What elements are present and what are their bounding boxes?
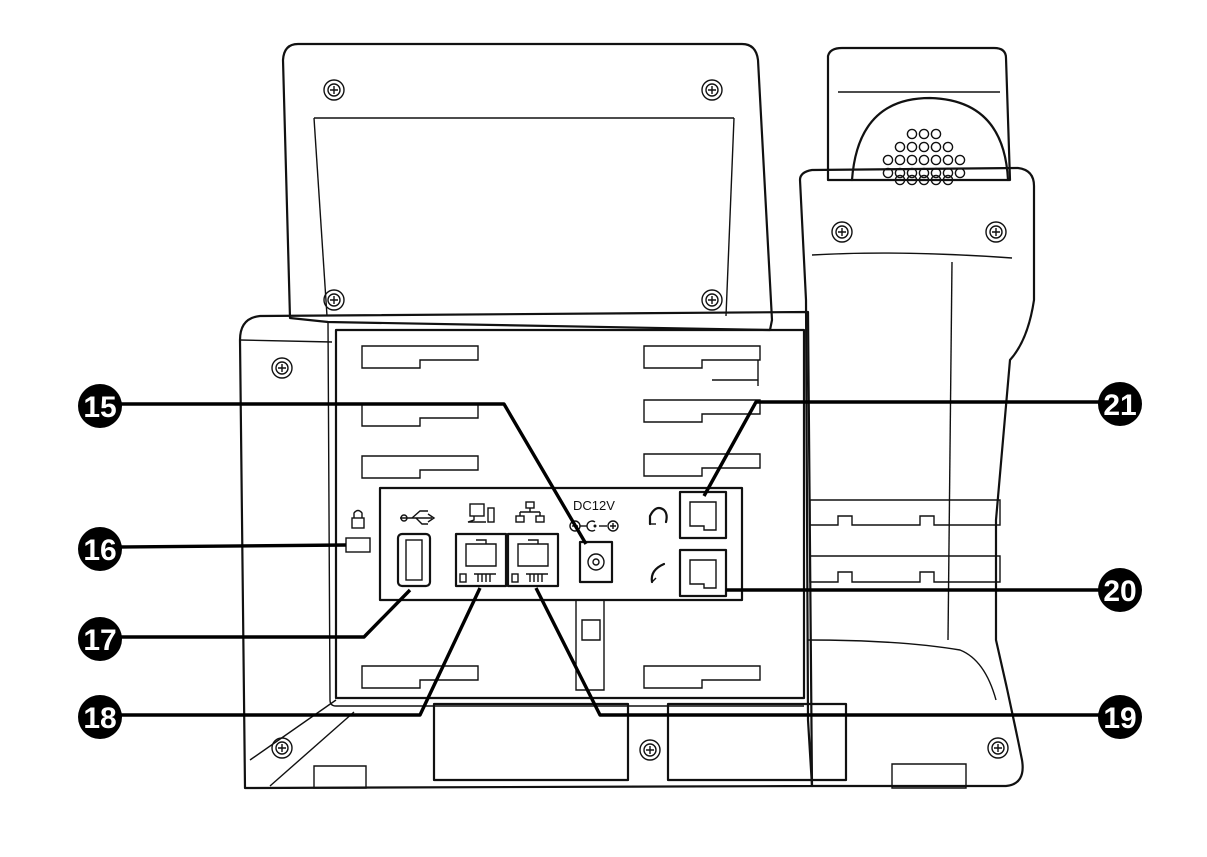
usb-port[interactable] (396, 532, 432, 588)
callout-19-number: 19 (1103, 702, 1136, 735)
stand (281, 42, 774, 332)
phone-body (238, 310, 967, 790)
leader-lines (119, 400, 1104, 717)
leader-18 (120, 587, 482, 717)
screw-icon (271, 357, 293, 379)
callout-17-number: 17 (83, 624, 116, 657)
callout-17: 17 (78, 617, 122, 661)
pc-port[interactable] (454, 532, 508, 588)
usb-icon (400, 510, 436, 525)
screw-icon (987, 737, 1009, 759)
screw-icon (639, 739, 661, 761)
screw-icon (831, 221, 853, 243)
internet-port[interactable] (506, 532, 560, 588)
callout-18-number: 18 (83, 702, 116, 735)
handset-port[interactable] (678, 548, 728, 598)
screw-icon (701, 79, 723, 101)
screw-icon (323, 79, 345, 101)
lock-icon (351, 509, 365, 529)
connector-panel (378, 486, 744, 691)
callout-16: 16 (78, 527, 122, 571)
leader-19 (534, 587, 1104, 717)
screw-icon (701, 289, 723, 311)
callout-21-number: 21 (1103, 389, 1136, 422)
screws (271, 79, 1009, 761)
leader-16 (119, 543, 347, 549)
callout-20: 20 (1098, 568, 1142, 612)
handset-icon (650, 562, 666, 584)
callout-19: 19 (1098, 695, 1142, 739)
screw-icon (985, 221, 1007, 243)
leader-15 (120, 402, 588, 545)
callout-20-number: 20 (1103, 575, 1136, 608)
screw-icon (271, 737, 293, 759)
network-icon (515, 501, 545, 523)
power-port[interactable] (578, 540, 614, 584)
callout-18: 18 (78, 695, 122, 739)
headset-port[interactable] (678, 490, 728, 540)
callout-21: 21 (1098, 382, 1142, 426)
security-slot (345, 509, 371, 553)
callout-15-number: 15 (83, 391, 116, 424)
headset-icon (648, 506, 668, 526)
pc-icon (467, 503, 495, 523)
speaker-grille-icon (882, 128, 966, 186)
callout-16-number: 16 (83, 534, 116, 567)
leader-17 (120, 588, 412, 639)
screw-icon (323, 289, 345, 311)
power-port-label: DC12V (573, 498, 615, 513)
leader-21 (702, 400, 1104, 497)
callout-15: 15 (78, 384, 122, 428)
